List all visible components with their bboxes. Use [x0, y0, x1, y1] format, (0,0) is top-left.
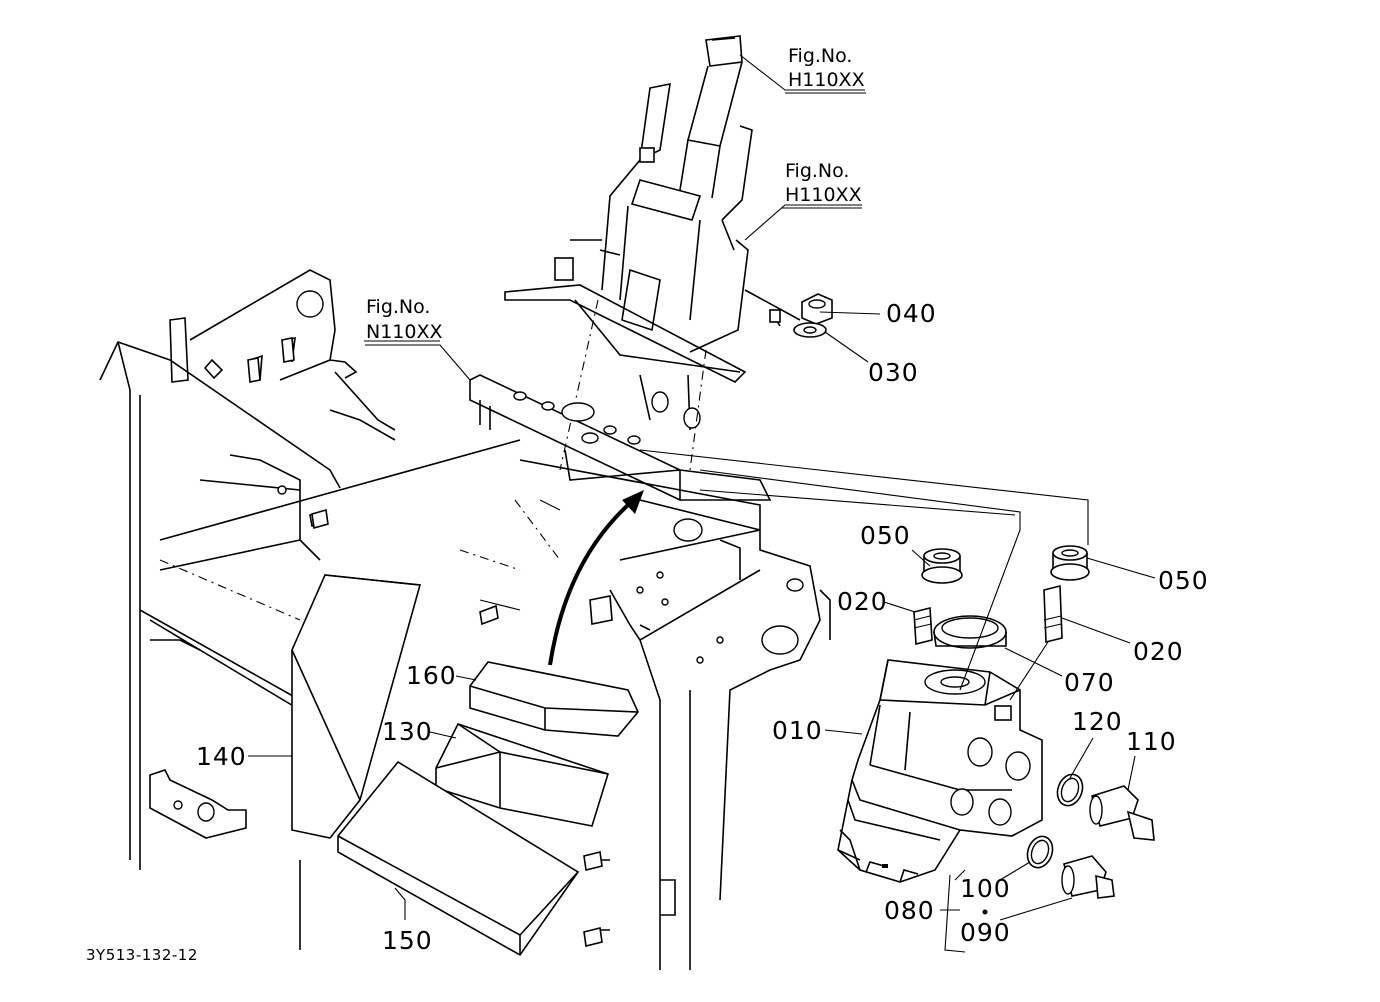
part-label-050: 050 — [1158, 566, 1209, 595]
part-label-090: 090 — [960, 918, 1011, 947]
steering-column — [504, 35, 801, 471]
fig-ref-number: H110XX — [788, 69, 865, 91]
fittings-020 — [913, 584, 1063, 646]
part-label-040: 040 — [886, 299, 937, 328]
part-label-010: 010 — [772, 716, 823, 745]
nut-and-washer — [793, 293, 833, 338]
steering-valve — [837, 659, 1043, 883]
leader-lines — [248, 54, 1156, 953]
fig-ref-label: Fig.No. — [788, 45, 852, 67]
part-label-100: 100 — [960, 874, 1011, 903]
caps-050 — [921, 545, 1090, 584]
left-frame — [99, 269, 521, 950]
bracket — [149, 769, 247, 839]
part-label-150: 150 — [382, 926, 433, 955]
seal-070 — [933, 615, 1007, 649]
part-label-030: 030 — [868, 358, 919, 387]
part-label-160: 160 — [406, 661, 457, 690]
figure-reference-3: Fig.No. N110XX — [366, 296, 443, 343]
adapter-090 — [1026, 835, 1115, 899]
part-label-020: 020 — [837, 587, 888, 616]
part-label-080: 080 — [884, 896, 935, 925]
studs — [247, 337, 603, 947]
fig-ref-label: Fig.No. — [366, 296, 430, 318]
foam-pads — [291, 574, 639, 957]
fig-ref-number: H110XX — [785, 184, 862, 206]
center-plate — [459, 374, 772, 571]
fig-ref-number: N110XX — [366, 321, 443, 343]
assembly-arrow — [548, 490, 644, 666]
part-label-070: 070 — [1064, 668, 1115, 697]
diagram-code: 3Y513-132-12 — [86, 946, 198, 964]
part-label-020: 020 — [1133, 637, 1184, 666]
part-label-050: 050 — [860, 521, 911, 550]
figure-reference-2: Fig.No. H110XX — [785, 160, 862, 206]
part-label-120: 120 — [1072, 707, 1123, 736]
part-label-130: 130 — [382, 717, 433, 746]
adapter-110 — [1056, 773, 1155, 841]
routing-lines — [639, 449, 1089, 701]
figure-reference-1: Fig.No. H110XX — [788, 45, 865, 91]
fig-ref-label: Fig.No. — [785, 160, 849, 182]
part-label-110: 110 — [1126, 727, 1177, 756]
part-label-140: 140 — [196, 742, 247, 771]
right-frame — [479, 459, 831, 970]
